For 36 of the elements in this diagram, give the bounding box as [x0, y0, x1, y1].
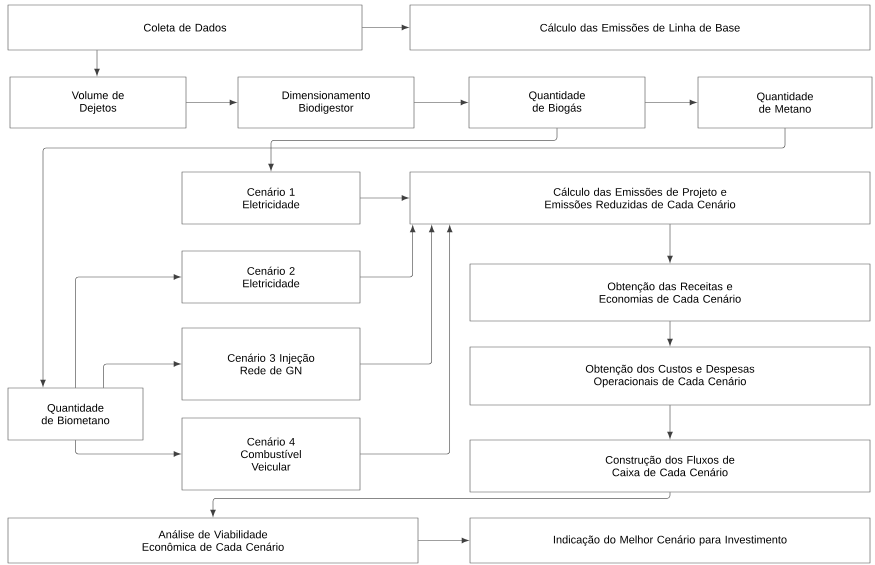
arrow [360, 225, 416, 278]
arrow [645, 100, 697, 106]
arrow [414, 100, 468, 106]
process-box: Obtenção dos Custos e Despesas Operacionais de Cada Cenário [470, 346, 870, 406]
arrow [667, 321, 673, 346]
process-box: Cálculo das Emissões de Linha de Base [410, 4, 870, 50]
process-box: Indicação do Melhor Cenário para Investimento [470, 518, 870, 564]
process-box: Cálculo das Emissões de Projeto e Emissões Reduzidas de Cada Cenário [410, 172, 870, 224]
process-box: Dimensionamento Biodigestor [238, 76, 414, 128]
process-box: Cenário 1 Eletricidade [182, 172, 360, 224]
process-box: Coleta de Dados [8, 4, 362, 50]
arrow [40, 128, 786, 387]
arrow [186, 100, 237, 106]
process-box: Volume de Dejetos [10, 76, 186, 128]
arrow [667, 405, 673, 439]
process-box: Quantidade de Metano [698, 76, 872, 128]
process-box: Quantidade de Biogás [468, 76, 646, 128]
arrow [75, 274, 181, 388]
arrow [94, 50, 100, 76]
arrow [75, 440, 181, 457]
arrow [362, 24, 409, 30]
arrow [667, 224, 673, 263]
arrow [268, 128, 558, 171]
process-box: Cenário 2 Eletricidade [182, 250, 360, 304]
arrow [210, 492, 670, 517]
arrow [360, 195, 409, 201]
process-box: Obtenção das Receitas e Economias de Cada Cenário [470, 264, 870, 322]
process-box: Cenário 4 Combustível Veicular [182, 418, 360, 490]
arrow [103, 361, 181, 388]
process-box: Construção dos Fluxos de Caixa de Cada Cenário [470, 440, 870, 492]
arrow [360, 225, 434, 364]
process-box: Análise de Viabilidade Econômica de Cada Cenário [8, 518, 418, 564]
arrow [360, 225, 452, 454]
arrow [418, 538, 469, 544]
process-box: Cenário 3 Injeção Rede de GN [182, 328, 360, 400]
process-box: Quantidade de Biometano [8, 388, 144, 440]
